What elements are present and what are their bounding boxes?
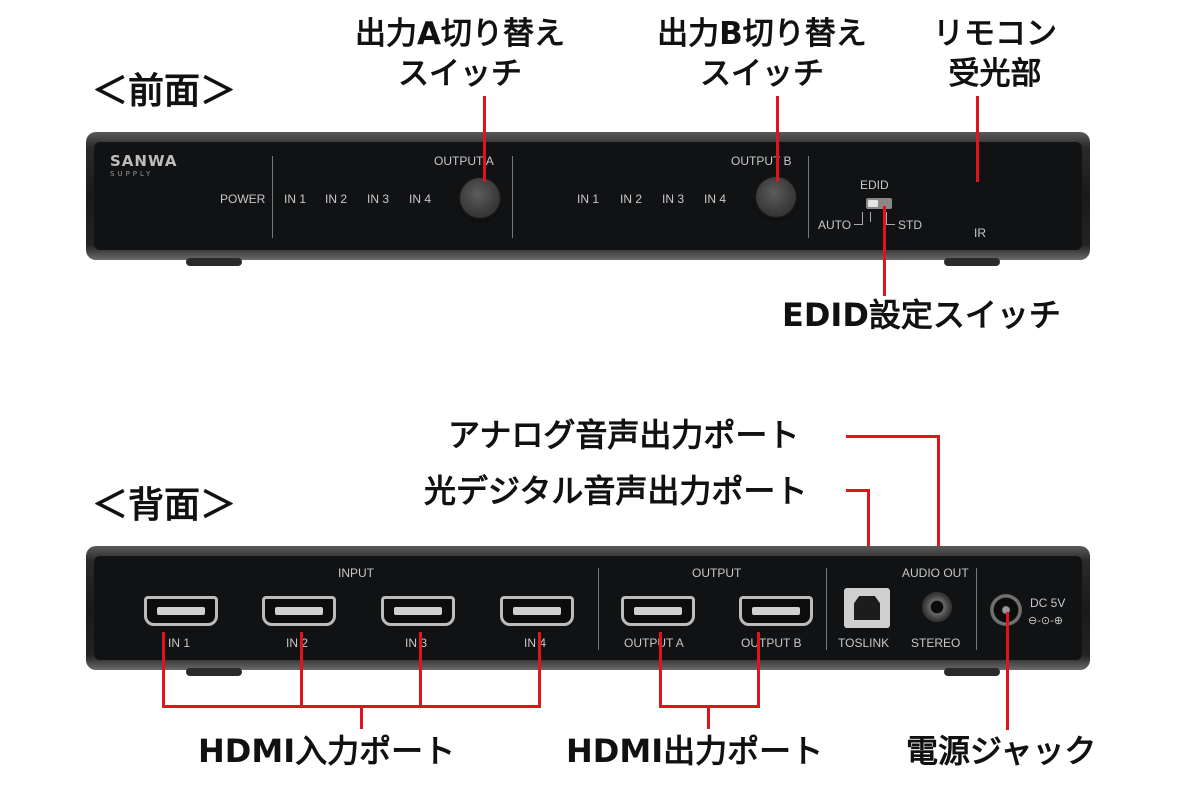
std-label: STD xyxy=(898,218,922,232)
output-a-switch-callout: 出力A切り替え スイッチ xyxy=(340,14,580,94)
leader-line xyxy=(360,705,363,729)
back-section-title: ＜背面＞ xyxy=(92,485,237,526)
edid-label: EDID xyxy=(860,178,889,192)
port-label: IN 3 xyxy=(405,636,428,650)
tick xyxy=(870,212,871,222)
leader-line xyxy=(162,705,541,708)
auto-label: AUTO xyxy=(818,218,852,232)
leader-line xyxy=(659,632,662,708)
hdmi-input-port[interactable] xyxy=(144,596,218,626)
output-b-switch-button[interactable] xyxy=(756,177,796,217)
leader-line xyxy=(538,632,541,708)
hdmi-output-callout: HDMI出力ポート xyxy=(566,732,824,770)
hdmi-input-callout: HDMI入力ポート xyxy=(198,732,456,770)
leader-line xyxy=(162,632,165,708)
toslink-port[interactable] xyxy=(844,588,890,628)
toslink-label: TOSLINK xyxy=(838,636,890,650)
callout-line: スイッチ xyxy=(700,56,824,92)
divider xyxy=(826,568,827,650)
leader-line xyxy=(707,705,710,729)
toslink-opening xyxy=(854,596,880,620)
leader-line xyxy=(846,435,940,438)
port-label: OUTPUT A xyxy=(624,636,684,650)
input-label: IN 1 xyxy=(284,192,307,206)
analog-audio-callout: アナログ音声出力ポート xyxy=(448,416,800,454)
divider xyxy=(598,568,599,650)
device-foot xyxy=(944,668,1000,676)
front-section-title: ＜前面＞ xyxy=(92,71,237,112)
remote-receiver-callout: リモコン 受光部 xyxy=(920,14,1070,94)
input-label: IN 2 xyxy=(620,192,643,206)
sanwa-logo: SANWA xyxy=(110,152,178,170)
leader-line xyxy=(1006,612,1009,730)
bracket xyxy=(854,212,863,225)
optical-audio-callout: 光デジタル音声出力ポート xyxy=(424,472,808,510)
leader-line xyxy=(883,206,886,296)
ir-label: IR xyxy=(974,226,986,240)
leader-line xyxy=(419,632,422,708)
device-foot xyxy=(186,668,242,676)
bracket xyxy=(886,212,895,225)
callout-line: 出力B切り替え xyxy=(657,16,867,52)
divider xyxy=(808,156,809,238)
output-a-switch-button[interactable] xyxy=(460,178,500,218)
port-label: IN 2 xyxy=(286,636,309,650)
power-jack-callout: 電源ジャック xyxy=(906,732,1097,770)
leader-line xyxy=(483,96,486,182)
divider xyxy=(976,568,977,650)
edid-slide-switch[interactable] xyxy=(866,198,892,209)
callout-line: 受光部 xyxy=(948,56,1042,92)
input-label: IN 4 xyxy=(409,192,432,206)
port-label: OUTPUT B xyxy=(741,636,802,650)
divider xyxy=(272,156,273,238)
hdmi-input-port[interactable] xyxy=(500,596,574,626)
output-b-switch-callout: 出力B切り替え スイッチ xyxy=(642,14,882,94)
hdmi-input-port[interactable] xyxy=(262,596,336,626)
stereo-audio-jack[interactable] xyxy=(922,592,952,622)
output-b-label: OUTPUT B xyxy=(731,154,792,168)
leader-line xyxy=(867,489,870,599)
input-label: IN 3 xyxy=(662,192,685,206)
output-section-label: OUTPUT xyxy=(692,566,742,580)
hdmi-output-port[interactable] xyxy=(739,596,813,626)
stereo-label: STEREO xyxy=(911,636,961,650)
power-label: POWER xyxy=(220,192,266,206)
leader-line xyxy=(976,96,979,182)
leader-line xyxy=(757,632,760,708)
front-panel: SANWA SUPPLY POWER OUTPUT A IN 1 IN 2 IN… xyxy=(94,142,1082,250)
leader-line xyxy=(846,489,870,492)
device-foot xyxy=(944,258,1000,266)
edid-switch-callout: EDID設定スイッチ xyxy=(782,296,1061,334)
device-foot xyxy=(186,258,242,266)
output-a-label: OUTPUT A xyxy=(434,154,494,168)
divider xyxy=(512,156,513,238)
edid-slide-knob[interactable] xyxy=(868,200,878,207)
dc-label: DC 5V xyxy=(1030,596,1066,610)
audio-out-label: AUDIO OUT xyxy=(902,566,969,580)
callout-line: リモコン xyxy=(933,16,1057,52)
input-label: IN 4 xyxy=(704,192,727,206)
input-section-label: INPUT xyxy=(338,566,374,580)
back-panel: INPUT OUTPUT AUDIO OUT IN 1 IN 2 IN 3 IN… xyxy=(94,556,1082,660)
port-label: IN 1 xyxy=(168,636,191,650)
callout-line: スイッチ xyxy=(398,56,522,92)
port-label: IN 4 xyxy=(524,636,547,650)
leader-line xyxy=(937,435,940,601)
hdmi-input-port[interactable] xyxy=(381,596,455,626)
input-label: IN 1 xyxy=(577,192,600,206)
leader-line xyxy=(300,632,303,708)
input-label: IN 3 xyxy=(367,192,390,206)
polarity-icon: ⊖-⊙-⊕ xyxy=(1028,615,1063,627)
callout-line: 出力A切り替え xyxy=(355,16,565,52)
leader-line xyxy=(776,96,779,182)
supply-logo: SUPPLY xyxy=(110,170,154,178)
input-label: IN 2 xyxy=(325,192,348,206)
hdmi-output-port[interactable] xyxy=(621,596,695,626)
